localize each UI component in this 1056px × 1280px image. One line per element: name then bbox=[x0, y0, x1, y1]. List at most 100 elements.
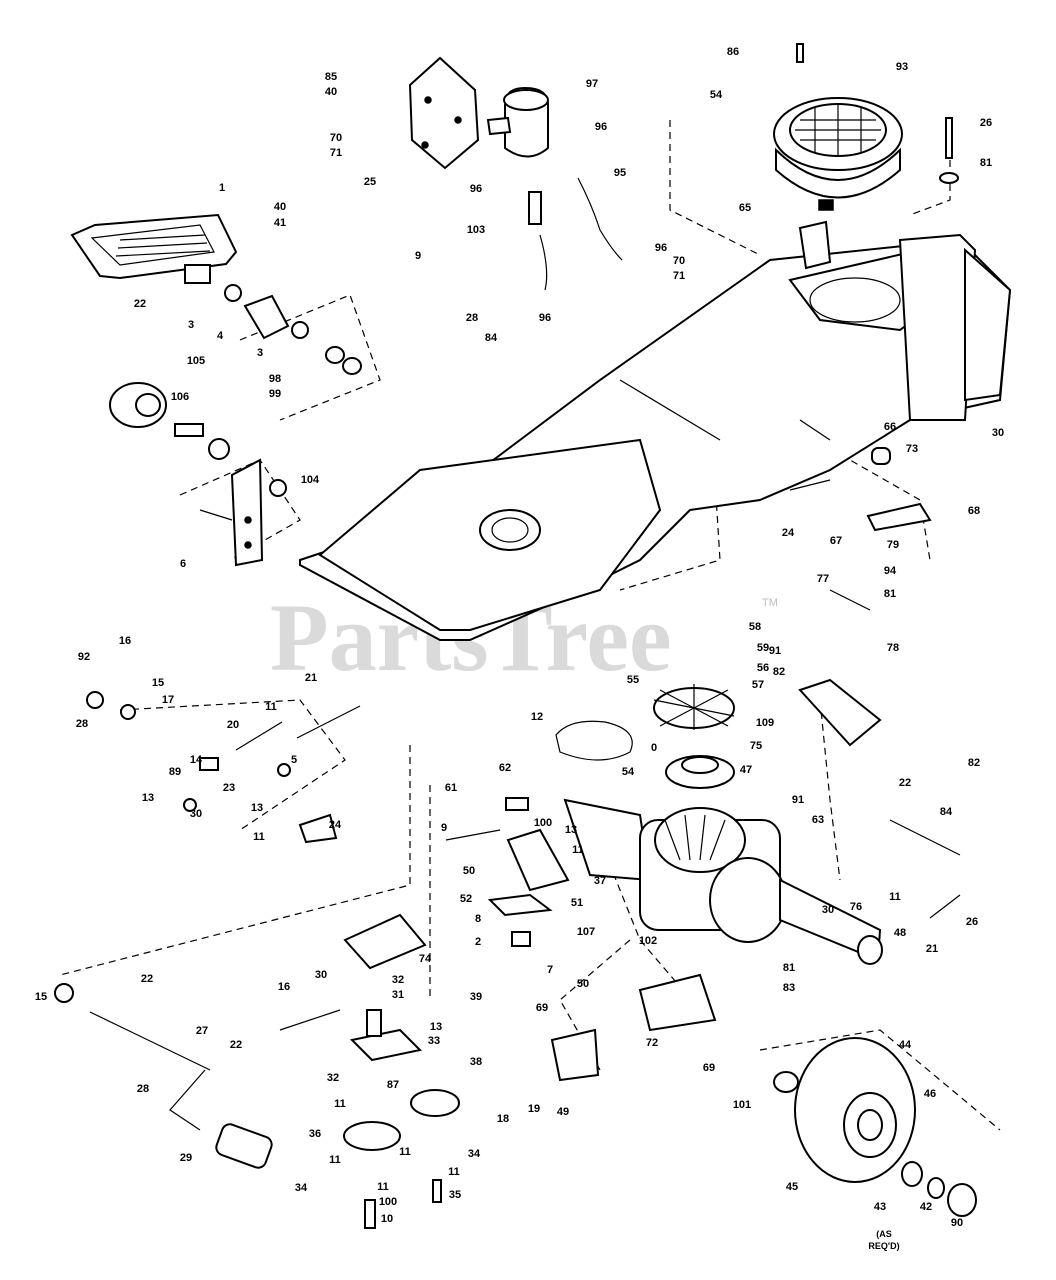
part-callout-15: 15 bbox=[35, 991, 47, 1003]
fan-pulley bbox=[555, 684, 735, 789]
part-callout-59: 59 bbox=[757, 642, 769, 654]
as-required-note-line1: (AS bbox=[876, 1229, 892, 1239]
wheel-assembly bbox=[773, 1037, 977, 1217]
part-callout-65: 65 bbox=[739, 202, 751, 214]
part-callout-55: 55 bbox=[627, 674, 639, 686]
part-callout-32: 32 bbox=[327, 1072, 339, 1084]
part-callout-58: 58 bbox=[749, 621, 761, 633]
watermark-trademark: TM bbox=[762, 597, 778, 609]
part-callout-16: 16 bbox=[278, 981, 290, 993]
part-callout-30: 30 bbox=[822, 904, 834, 916]
part-callout-89: 89 bbox=[169, 766, 181, 778]
part-callout-11: 11 bbox=[265, 701, 277, 713]
part-callout-30: 30 bbox=[992, 427, 1004, 439]
part-callout-50: 50 bbox=[463, 865, 475, 877]
grille-assembly bbox=[773, 43, 959, 211]
part-callout-11: 11 bbox=[448, 1166, 460, 1178]
part-callout-49: 49 bbox=[557, 1106, 569, 1118]
part-callout-50: 50 bbox=[577, 978, 589, 990]
part-callout-40: 40 bbox=[325, 86, 337, 98]
part-callout-96: 96 bbox=[595, 121, 607, 133]
part-callout-45: 45 bbox=[786, 1181, 798, 1193]
part-callout-21: 21 bbox=[305, 672, 317, 684]
part-callout-36: 36 bbox=[309, 1128, 321, 1140]
part-callout-32: 32 bbox=[392, 974, 404, 986]
part-callout-4: 4 bbox=[217, 330, 224, 342]
part-callout-57: 57 bbox=[752, 679, 764, 691]
part-callout-37: 37 bbox=[594, 875, 606, 887]
part-callout-43: 43 bbox=[874, 1201, 886, 1213]
part-callout-20: 20 bbox=[227, 719, 239, 731]
part-callout-17: 17 bbox=[162, 694, 174, 706]
part-callout-25: 25 bbox=[364, 176, 376, 188]
frame-chassis bbox=[299, 220, 1012, 641]
part-callout-70: 70 bbox=[673, 255, 685, 267]
part-callout-78: 78 bbox=[887, 642, 899, 654]
part-callout-95: 95 bbox=[614, 167, 626, 179]
seat bbox=[70, 213, 238, 284]
part-callout-18: 18 bbox=[497, 1113, 509, 1125]
part-callout-107: 107 bbox=[577, 926, 595, 938]
part-callout-13: 13 bbox=[430, 1021, 442, 1033]
part-callout-77: 77 bbox=[817, 573, 829, 585]
part-callout-2: 2 bbox=[475, 936, 481, 948]
part-callout-23: 23 bbox=[223, 782, 235, 794]
part-callout-68: 68 bbox=[968, 505, 980, 517]
part-callout-8: 8 bbox=[475, 913, 481, 925]
part-callout-7: 7 bbox=[547, 964, 553, 976]
part-callout-106: 106 bbox=[171, 391, 189, 403]
part-callout-6: 6 bbox=[180, 558, 186, 570]
part-callout-66: 66 bbox=[884, 421, 896, 433]
seat-bracket bbox=[224, 284, 362, 375]
part-callout-48: 48 bbox=[894, 927, 906, 939]
part-callout-28: 28 bbox=[76, 718, 88, 730]
part-callout-51: 51 bbox=[571, 897, 583, 909]
part-callout-96: 96 bbox=[470, 183, 482, 195]
part-callout-5: 5 bbox=[291, 754, 297, 766]
idler-assembly bbox=[109, 382, 287, 567]
part-callout-44: 44 bbox=[899, 1039, 912, 1051]
part-callout-28: 28 bbox=[466, 312, 478, 324]
part-callout-69: 69 bbox=[536, 1002, 548, 1014]
part-callout-104: 104 bbox=[301, 474, 320, 486]
part-callout-63: 63 bbox=[812, 814, 824, 826]
part-callout-56: 56 bbox=[757, 662, 769, 674]
reservoir-assembly bbox=[408, 56, 623, 291]
part-callout-105: 105 bbox=[187, 355, 205, 367]
part-callout-73: 73 bbox=[906, 443, 918, 455]
part-callout-96: 96 bbox=[655, 242, 667, 254]
part-callout-81: 81 bbox=[980, 157, 992, 169]
part-callout-41: 41 bbox=[274, 217, 286, 229]
part-callout-11: 11 bbox=[572, 844, 584, 856]
part-callout-22: 22 bbox=[899, 777, 911, 789]
part-callout-61: 61 bbox=[445, 782, 457, 794]
part-callout-42: 42 bbox=[920, 1201, 932, 1213]
part-callout-91: 91 bbox=[792, 794, 804, 806]
part-callout-79: 79 bbox=[887, 539, 899, 551]
part-callout-21: 21 bbox=[926, 943, 938, 955]
callout-labels: 8693854097542670719681259596165103404199… bbox=[35, 46, 1004, 1229]
part-callout-52: 52 bbox=[460, 893, 472, 905]
part-callout-70: 70 bbox=[330, 132, 342, 144]
part-callout-11: 11 bbox=[399, 1146, 411, 1158]
part-callout-30: 30 bbox=[315, 969, 327, 981]
part-callout-69: 69 bbox=[703, 1062, 715, 1074]
part-callout-75: 75 bbox=[750, 740, 762, 752]
part-callout-86: 86 bbox=[727, 46, 739, 58]
part-callout-33: 33 bbox=[428, 1035, 440, 1047]
part-callout-15: 15 bbox=[152, 677, 164, 689]
part-callout-13: 13 bbox=[251, 802, 263, 814]
as-required-note-line2: REQ'D) bbox=[868, 1241, 899, 1251]
part-callout-71: 71 bbox=[330, 147, 342, 159]
part-callout-34: 34 bbox=[468, 1148, 481, 1160]
part-callout-76: 76 bbox=[850, 901, 862, 913]
part-callout-54: 54 bbox=[622, 766, 635, 778]
part-callout-26: 26 bbox=[980, 117, 992, 129]
part-callout-85: 85 bbox=[325, 71, 337, 83]
part-callout-19: 19 bbox=[528, 1103, 540, 1115]
part-callout-101: 101 bbox=[733, 1099, 751, 1111]
part-callout-83: 83 bbox=[783, 982, 795, 994]
part-callout-38: 38 bbox=[470, 1056, 482, 1068]
rods-and-fasteners bbox=[86, 447, 961, 1082]
